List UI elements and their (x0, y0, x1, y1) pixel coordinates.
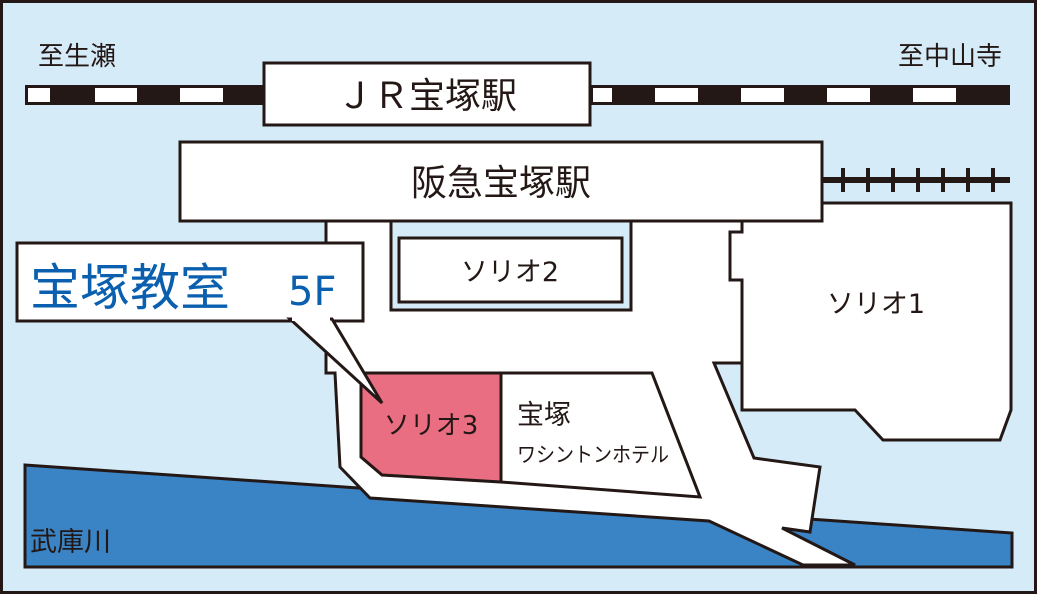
hotel-building (499, 371, 703, 499)
hankyu-rail-line (820, 168, 1010, 192)
hotel-label-line1: 宝塚 (517, 400, 571, 431)
solio3-building (359, 371, 503, 484)
hotel-label-line2: ワシントンホテル (517, 443, 669, 467)
solio1-label: ソリオ1 (827, 289, 925, 320)
solio1-building (728, 201, 1013, 442)
classroom-name: 宝塚教室 (30, 259, 230, 317)
solio2-label: ソリオ2 (461, 257, 559, 288)
solio2-building (397, 236, 624, 304)
river-label: 武庫川 (30, 527, 111, 558)
direction-right-label: 至中山寺 (898, 42, 1002, 72)
hankyu-station-box (178, 140, 824, 223)
jr-station-label: ＪＲ宝塚駅 (337, 76, 517, 117)
jr-station-box (262, 61, 592, 127)
classroom-floor: 5F (288, 269, 336, 315)
direction-left-label: 至生瀬 (38, 42, 116, 72)
solio3-label: ソリオ3 (384, 411, 479, 441)
classroom-callout: 宝塚教室 5F (15, 241, 384, 405)
hankyu-station-label: 阪急宝塚駅 (411, 163, 591, 204)
